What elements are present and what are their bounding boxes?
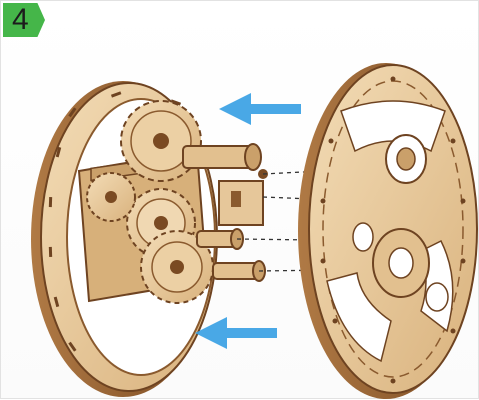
arrow-left-icon: [219, 93, 301, 125]
hole-lower-right: [426, 283, 448, 311]
hole-center: [389, 248, 413, 278]
mechanism-assembly: [31, 81, 268, 397]
dial-plate: [298, 63, 477, 399]
hub-top: [397, 148, 415, 170]
axle-middle: [197, 229, 243, 249]
axle-lower: [213, 261, 265, 281]
gear-left: [87, 173, 135, 221]
arrow-left-icon: [195, 317, 277, 349]
hole-small: [353, 223, 373, 251]
block-right: [219, 181, 263, 225]
